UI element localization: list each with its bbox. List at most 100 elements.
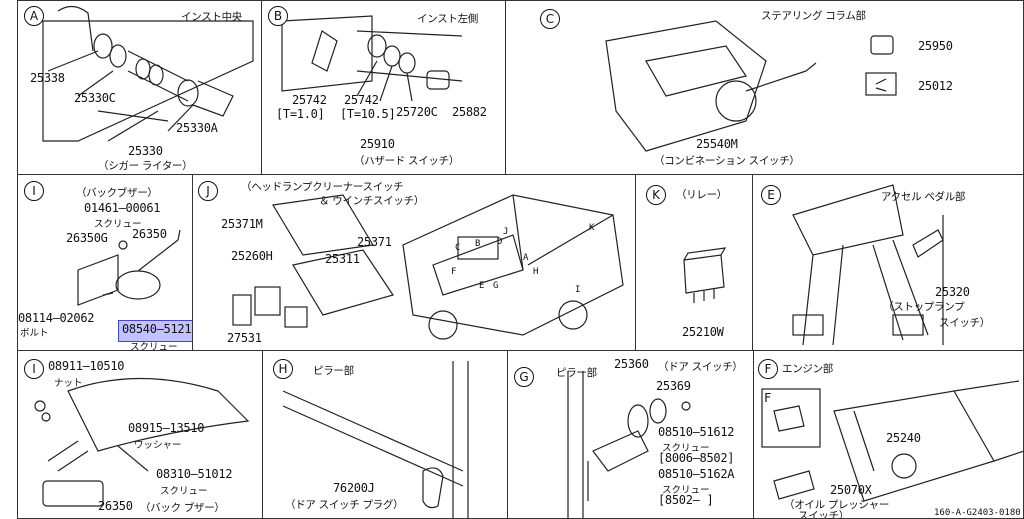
part-label: 25260H <box>231 249 273 263</box>
truck-label: E <box>479 281 485 291</box>
part-label: [T=1.0] <box>276 107 325 121</box>
panel-j-tag: J <box>198 181 218 201</box>
panel-b-tag: B <box>268 6 288 26</box>
part-label: [8006–8502] <box>658 451 735 465</box>
panel-i-upper-tag: I <box>24 181 44 201</box>
part-label: 76200J <box>333 481 375 495</box>
panel-b-caption: （ハザード スイッチ） <box>354 155 460 167</box>
panel-j: J （ヘッドランプクリーナースイッチ ＆ ウインチスイッチ） 25371M 25… <box>192 174 636 351</box>
truck-label: D <box>497 237 503 247</box>
highlighted-part-08540-51212[interactable] <box>118 320 192 342</box>
hazard-switch-drawing <box>281 15 463 102</box>
part-label: 08510–5162A <box>658 467 735 481</box>
part-label: 25360 <box>614 357 649 371</box>
truck-label: C <box>455 243 461 253</box>
panel-j-title-2: ＆ ウインチスイッチ） <box>319 195 425 207</box>
part-label: 25371M <box>221 217 263 231</box>
panel-i-lower: I 08911–10510 ナット 08915–13510 ワッシャー 0831… <box>17 350 263 519</box>
truck-label: K <box>589 223 595 233</box>
oil-pressure-switch-drawing <box>761 380 1023 502</box>
truck-label: B <box>475 239 481 249</box>
part-label: 25311 <box>325 252 360 266</box>
truck-label: H <box>533 267 539 277</box>
drawing-number: 160-A-G2403-0180 <box>934 508 1021 518</box>
truck-label: I <box>575 285 581 295</box>
panel-f-tag: F <box>758 359 778 379</box>
part-label: 25240 <box>886 431 921 445</box>
part-label: 25210W <box>682 325 724 339</box>
part-label: 25742 <box>344 93 379 107</box>
panel-f-caption-2: スイッチ） <box>798 510 849 519</box>
part-label: 25540M <box>696 137 738 151</box>
part-label: [T=10.5] <box>340 107 396 121</box>
panel-g-title: ピラー部 <box>556 367 597 379</box>
panel-b: B インスト左側 25742 [T=1.0] 25742 [T=10.5] 25… <box>261 0 506 175</box>
panel-a-title: インスト中央 <box>181 11 242 23</box>
part-label: 25330C <box>74 91 116 105</box>
panel-c-title: ステアリング コラム部 <box>761 10 866 22</box>
part-sublabel: ナット <box>54 378 83 389</box>
door-switch-drawing <box>567 371 691 518</box>
panel-f-title: エンジン部 <box>782 363 833 375</box>
panel-i-upper-title: （バックブザー） <box>76 187 158 199</box>
inset-label: F <box>764 391 771 405</box>
panel-g: G ピラー部 25360 （ドア スイッチ） 25369 08510–51612… <box>507 350 754 519</box>
part-label: 08510–51612 <box>658 425 735 439</box>
panel-j-title: （ヘッドランプクリーナースイッチ <box>241 181 404 193</box>
part-label: 25070X <box>830 483 872 497</box>
panel-h-title: ピラー部 <box>313 365 354 377</box>
panel-e-caption: （ストップランプ <box>883 301 965 313</box>
part-label: [8502– ] <box>658 493 714 507</box>
accelerator-pedal-drawing <box>792 184 944 346</box>
truck-label: A <box>523 253 529 263</box>
part-label: 26350 <box>132 227 167 241</box>
panel-g-tag: G <box>514 367 534 387</box>
part-label: 08915–13510 <box>128 421 205 435</box>
part-label: 08911–10510 <box>48 359 125 373</box>
back-buzzer-mount-drawing <box>34 377 250 507</box>
panel-e-title: アクセル ペダル部 <box>881 191 966 203</box>
headlamp-cleaner-truck-drawing <box>232 194 624 340</box>
part-label: 08540–51212 <box>122 322 193 336</box>
truck-label: G <box>493 281 499 291</box>
panel-i-lower-tag: I <box>24 359 44 379</box>
part-label: 25012 <box>918 79 953 93</box>
part-sublabel: スクリュー <box>94 219 142 230</box>
panel-e: E アクセル ペダル部 25320 （ストップランプ スイッチ） <box>752 174 1024 351</box>
panel-f: F エンジン部 F 25240 25070X （オイル プレッシャー スイッチ）… <box>753 350 1024 519</box>
part-label: 27531 <box>227 331 262 345</box>
panel-k-title: （リレー） <box>676 189 727 201</box>
part-sublabel: スクリュー <box>160 486 208 497</box>
panel-e-caption-2: スイッチ） <box>939 317 990 329</box>
part-label: 25330A <box>176 121 218 135</box>
part-label: 25882 <box>452 105 487 119</box>
panel-f-caption: （オイル プレッシャー <box>784 499 890 511</box>
part-label: 25338 <box>30 71 65 85</box>
part-label: 08114–02062 <box>18 311 95 325</box>
panel-h: H ピラー部 76200J （ドア スイッチ プラグ） <box>262 350 508 519</box>
part-label: 25330 <box>128 144 163 158</box>
part-label: 25950 <box>918 39 953 53</box>
truck-label: J <box>503 227 509 237</box>
cigar-lighter-drawing <box>42 5 254 142</box>
part-sublabel: スクリュー <box>662 485 710 496</box>
part-label: 25371 <box>357 235 392 249</box>
part-label: 25910 <box>360 137 395 151</box>
combination-switch-drawing <box>605 20 897 152</box>
panel-i-lower-caption: （バック ブザー） <box>140 502 225 514</box>
panel-a: A インスト中央 25338 25330C 25330A 25330 （シガー … <box>17 0 262 175</box>
panel-a-tag: A <box>24 6 44 26</box>
panel-c-tag: C <box>540 9 560 29</box>
part-label: 26350 <box>98 499 133 513</box>
panel-k-tag: K <box>646 185 666 205</box>
panel-i-upper: I （バックブザー） 01461–00061 スクリュー 26350G 2635… <box>17 174 193 351</box>
part-label: 25369 <box>656 379 691 393</box>
panel-h-tag: H <box>273 359 293 379</box>
part-label: 01461–00061 <box>84 201 161 215</box>
panel-b-title: インスト左側 <box>417 13 478 25</box>
part-sublabel: スクリュー <box>130 342 178 351</box>
part-label: 08310–51012 <box>156 467 233 481</box>
panel-h-caption: （ドア スイッチ プラグ） <box>285 499 404 511</box>
part-label: 25742 <box>292 93 327 107</box>
panel-a-caption: （シガー ライター） <box>98 160 193 172</box>
